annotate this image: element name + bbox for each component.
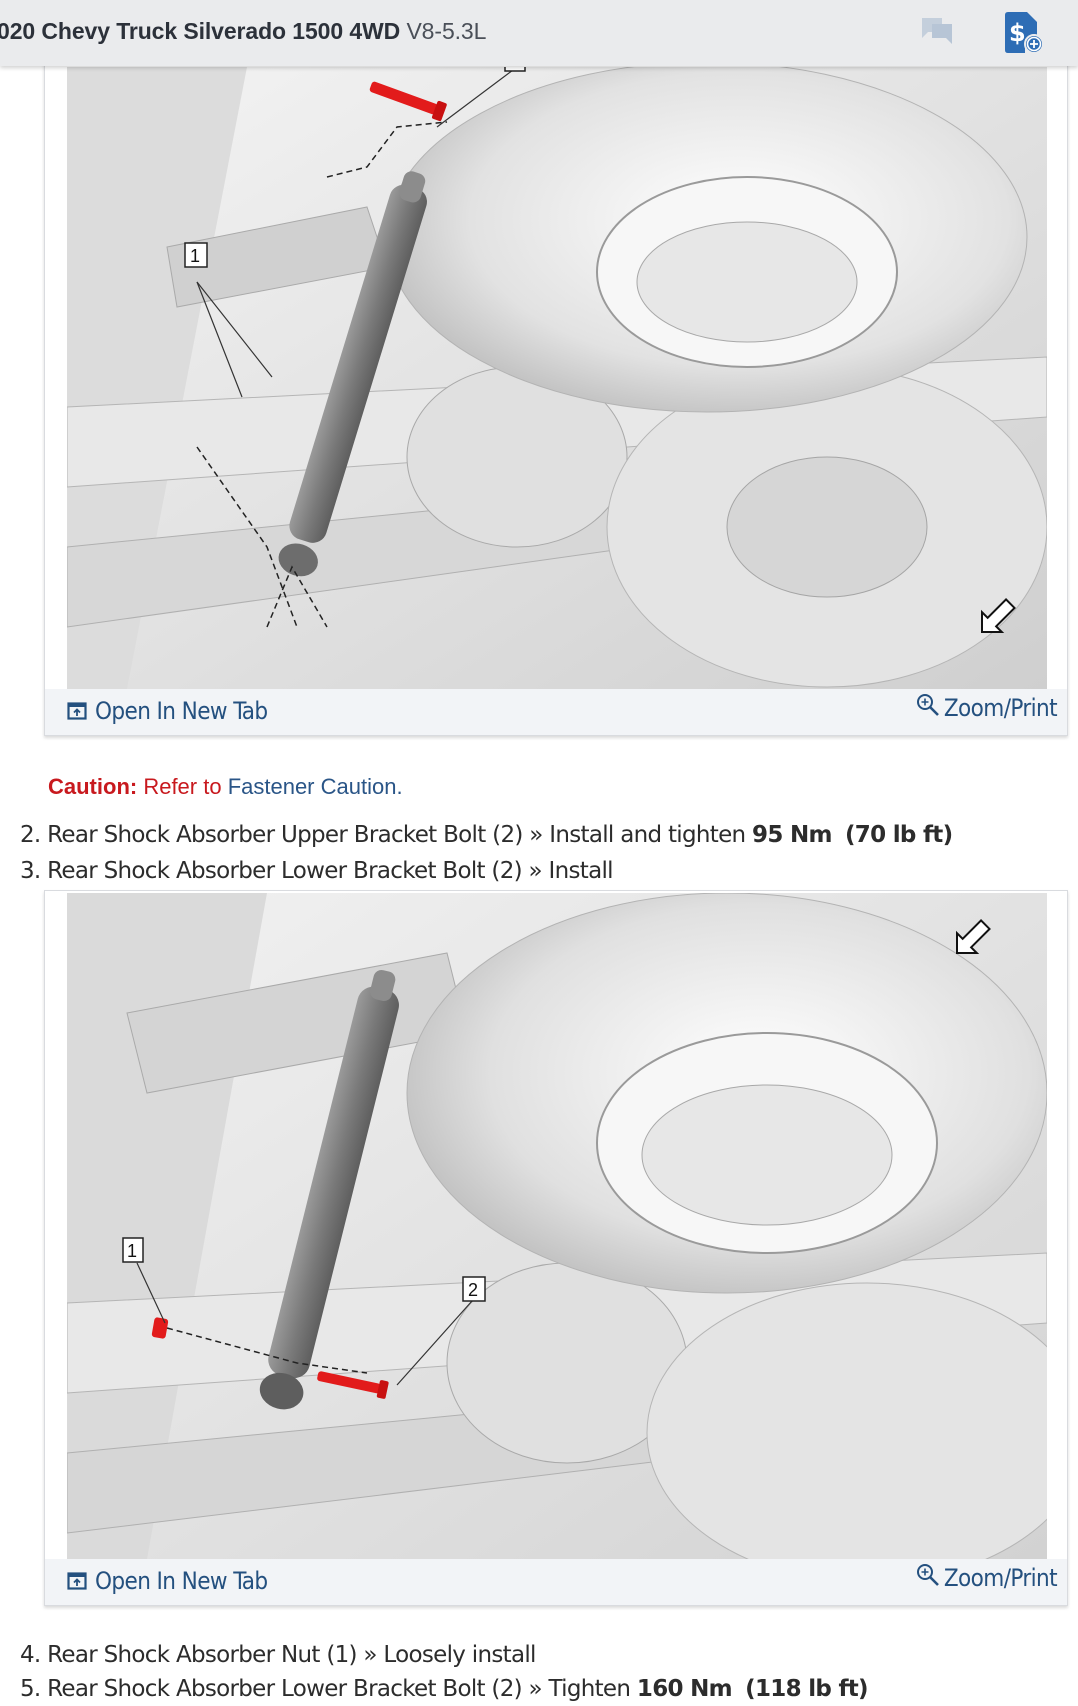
torque-nm: 160 Nm (636, 1676, 733, 1702)
step-number: 5. (20, 1676, 41, 1702)
zoom-print-link[interactable]: Zoom/Print (916, 1564, 1058, 1592)
torque-lbft: (118 lb ft) (745, 1676, 868, 1702)
zoom-print-label: Zoom/Print (943, 694, 1058, 722)
figure-footer: Open In New Tab Zoom/Print (45, 1559, 1067, 1605)
illustration-figure-1: 1 Open In New Tab Zoom/Print (44, 40, 1068, 736)
illustration-figure-2: 1 2 Open In New Tab (44, 890, 1068, 1606)
shock-absorber-upper-illustration[interactable]: 1 (67, 67, 1047, 689)
shock-absorber-lower-illustration[interactable]: 1 2 (67, 893, 1047, 1559)
open-in-new-tab-label: Open In New Tab (95, 697, 268, 725)
callout-1: 1 (184, 242, 208, 268)
top-bar: 020 Chevy Truck Silverado 1500 4WD V8-5.… (0, 0, 1078, 66)
zoom-in-icon (916, 694, 939, 716)
chat-icon[interactable] (920, 16, 954, 46)
zoom-print-label: Zoom/Print (943, 1564, 1058, 1592)
step-text: Rear Shock Absorber Lower Bracket Bolt (… (40, 858, 613, 884)
zoom-print-link[interactable]: Zoom/Print (916, 694, 1058, 722)
step-number: 4. (20, 1642, 41, 1668)
view-direction-arrow-icon (956, 919, 991, 954)
step-3: 3. Rear Shock Absorber Lower Bracket Bol… (20, 858, 614, 884)
svg-text:1: 1 (127, 1241, 137, 1261)
step-text: Rear Shock Absorber Nut (1) » Loosely in… (40, 1642, 536, 1668)
step-number: 3. (20, 858, 41, 884)
figure-footer: Open In New Tab Zoom/Print (45, 689, 1067, 735)
step-text: Rear Shock Absorber Upper Bracket Bolt (… (40, 822, 753, 848)
suspension-drawing: 1 (67, 67, 1047, 689)
caution-text: Refer to (137, 774, 228, 799)
step-5: 5. Rear Shock Absorber Lower Bracket Bol… (20, 1676, 869, 1702)
view-direction-arrow-icon (981, 598, 1016, 633)
estimate-icon[interactable]: $ (1003, 11, 1045, 55)
svg-text:$: $ (1009, 19, 1026, 47)
svg-text:1: 1 (190, 246, 200, 266)
step-4: 4. Rear Shock Absorber Nut (1) » Loosely… (20, 1642, 536, 1668)
zoom-in-icon (916, 1564, 939, 1586)
fastener-caution-link[interactable]: Fastener Caution (227, 774, 397, 799)
open-in-new-tab-link[interactable]: Open In New Tab (67, 697, 268, 725)
step-text: Rear Shock Absorber Lower Bracket Bolt (… (40, 1676, 637, 1702)
torque-nm: 95 Nm (752, 822, 832, 848)
open-in-new-tab-label: Open In New Tab (95, 1567, 268, 1595)
caution-note: Caution: Refer to Fastener Caution. (48, 774, 403, 800)
caution-end: . (396, 774, 403, 799)
suspension-drawing: 1 2 (67, 893, 1047, 1559)
callout-1: 1 (122, 1237, 144, 1263)
svg-text:2: 2 (468, 1280, 478, 1300)
step-number: 2. (20, 822, 41, 848)
callout-2: 2 (462, 1276, 486, 1302)
engine-spec: V8-5.3L (400, 18, 487, 44)
caution-label: Caution: (48, 774, 138, 799)
vehicle-name: 020 Chevy Truck Silverado 1500 4WD (0, 18, 401, 44)
open-new-tab-icon (67, 702, 87, 720)
open-new-tab-icon (67, 1572, 87, 1590)
vehicle-title: 020 Chevy Truck Silverado 1500 4WD V8-5.… (0, 18, 486, 45)
torque-lbft: (70 lb ft) (845, 822, 953, 848)
open-in-new-tab-link[interactable]: Open In New Tab (67, 1567, 268, 1595)
step-2: 2. Rear Shock Absorber Upper Bracket Bol… (20, 822, 953, 848)
